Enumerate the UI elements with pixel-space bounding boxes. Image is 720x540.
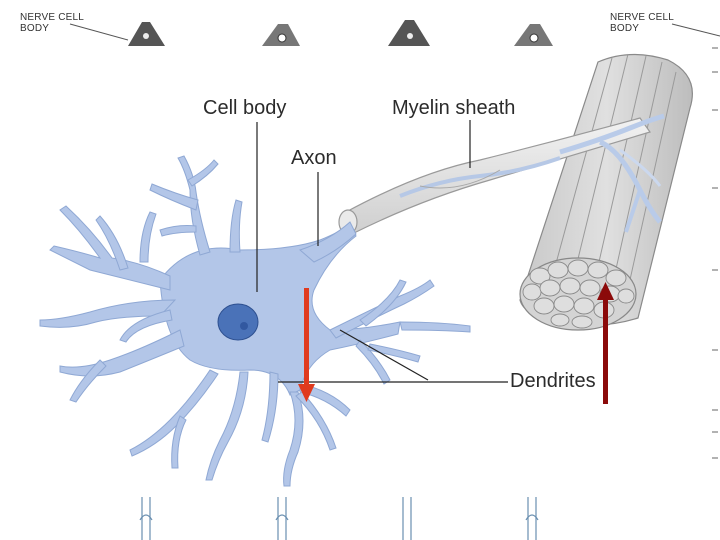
left-label-leader — [69, 23, 129, 41]
top-left-label-line2: BODY — [20, 23, 50, 34]
neuron-cell — [39, 155, 471, 487]
top-cell-body-1 — [128, 22, 165, 46]
top-left-nerve-cell-body-label: NERVE CELL BODY — [20, 12, 84, 34]
axon-label: Axon — [291, 147, 337, 169]
top-right-nerve-cell-body-label: NERVE CELL BODY — [610, 12, 674, 34]
bundle-cross-section-fibers — [522, 259, 635, 329]
right-edge-ticks — [712, 47, 718, 459]
dark-red-up-arrow — [597, 282, 614, 404]
top-left-label-line1: NERVE CELL — [20, 12, 85, 23]
myelin-sheath-tube — [338, 113, 665, 235]
top-cell-body-4 — [514, 24, 553, 46]
bottom-axon-fragments — [139, 497, 539, 540]
dendrites-label: Dendrites — [510, 370, 596, 392]
top-cell-body-2 — [262, 24, 300, 46]
myelin-sheath-label: Myelin sheath — [392, 97, 516, 119]
top-right-label-line2: BODY — [610, 23, 640, 34]
cell-body-label: Cell body — [203, 97, 287, 119]
label-leader-lines — [256, 120, 508, 383]
cell-nucleus — [217, 303, 259, 341]
top-cell-body-3 — [388, 20, 430, 46]
red-down-arrow — [298, 288, 315, 402]
dendrites-leader-upper — [339, 329, 429, 381]
top-right-label-line1: NERVE CELL — [610, 12, 675, 23]
right-label-leader — [671, 23, 720, 37]
